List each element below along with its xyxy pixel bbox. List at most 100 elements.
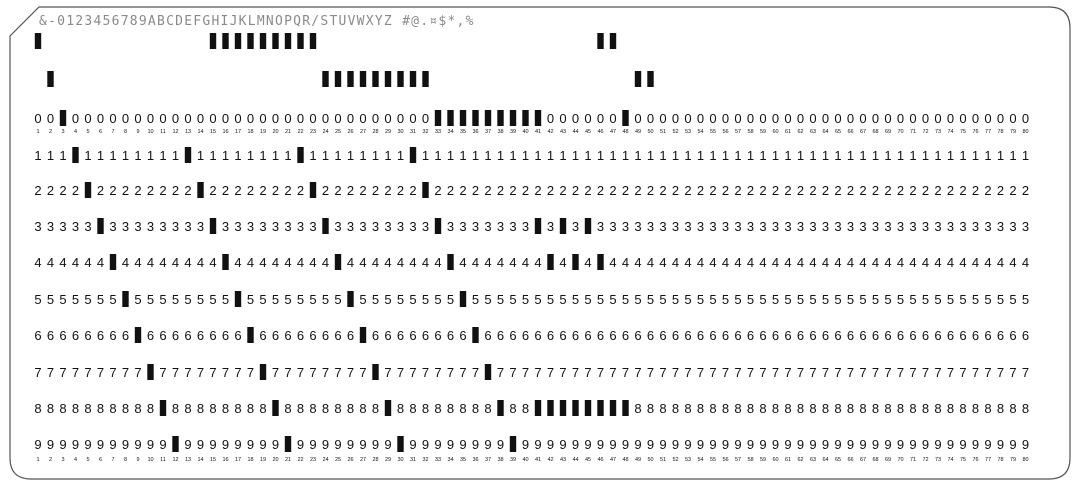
row-digit: 3 [459,219,466,234]
row-digit: 1 [822,148,829,163]
row-digit: 8 [309,401,316,416]
row-digit: 2 [659,183,666,198]
row-digit: 0 [559,111,566,126]
row-digit: 1 [609,148,616,163]
punched-hole [184,147,192,163]
row-digit: 5 [297,292,304,307]
row-digit: 3 [422,219,429,234]
column-number: 10 [147,129,153,135]
row-digit: 2 [759,183,766,198]
row-digit: 4 [359,255,366,270]
column-number: 75 [960,457,966,463]
row-digit: 3 [797,219,804,234]
row-digit: 4 [522,255,529,270]
row-digit: 3 [134,219,141,234]
row-digit: 1 [222,148,229,163]
row-digit: 2 [334,183,341,198]
row-digit: 9 [972,437,979,452]
row-digit: 9 [1022,437,1029,452]
row-digit: 2 [284,183,291,198]
row-digit: 7 [397,365,404,380]
row-digit: 6 [559,328,566,343]
row-digit: 8 [409,401,416,416]
punched-hole [497,110,504,126]
row-digit: 2 [972,183,979,198]
punched-hole [309,182,317,198]
row-digit: 8 [372,401,379,416]
column-number: 27 [360,457,366,463]
row-digit: 0 [197,111,204,126]
row-digit: 5 [359,292,366,307]
row-digit: 3 [334,219,341,234]
row-digit: 4 [984,255,991,270]
row-digit: 8 [984,401,991,416]
row-digit: 9 [934,437,941,452]
row-digit: 1 [684,148,691,163]
row-digit: 5 [372,292,379,307]
column-number: 67 [860,457,866,463]
row-digit: 1 [309,148,316,163]
row-digit: 4 [497,255,504,270]
row-digit: 9 [734,437,741,452]
row-digit: 5 [922,292,929,307]
row-digit: 7 [447,365,454,380]
row-digit: 4 [284,255,291,270]
row-digit: 9 [222,437,229,452]
row-digit: 3 [847,219,854,234]
row-digit: 1 [272,148,279,163]
row-digit: 6 [34,328,41,343]
row-digit: 5 [309,292,316,307]
column-number: 27 [360,129,366,135]
row-digit: 8 [872,401,879,416]
row-digit: 4 [147,255,154,270]
row-digit: 6 [597,328,604,343]
row-digit: 0 [784,111,791,126]
row-digit: 3 [297,219,304,234]
row-digit: 7 [884,365,891,380]
row-digit: 6 [209,328,216,343]
row-digit: 4 [672,255,679,270]
row-digit: 0 [772,111,779,126]
row-digit: 9 [584,437,591,452]
row-digit: 1 [459,148,466,163]
punched-hole [222,254,229,270]
column-number: 1 [36,129,39,135]
row-digit: 1 [547,148,554,163]
column-number: 21 [285,457,291,463]
row-digit: 2 [697,183,704,198]
row-digit: 4 [934,255,941,270]
row-digit: 8 [72,401,79,416]
row-digit: 6 [709,328,716,343]
row-digit: 3 [622,219,629,234]
row-digit: 1 [422,148,429,163]
row-digit: 5 [409,292,416,307]
row-digit: 3 [184,219,191,234]
column-number: 45 [585,129,591,135]
column-number: 40 [522,457,528,463]
row-digit: 5 [972,292,979,307]
row-digit: 3 [222,219,229,234]
row-digit: 0 [634,111,641,126]
row-digit: 9 [109,437,116,452]
row-digit: 1 [109,148,116,163]
row-digit: 8 [947,401,954,416]
row-digit: 4 [609,255,616,270]
row-digit: 8 [47,401,54,416]
row-digit: 3 [197,219,204,234]
column-number: 29 [385,457,391,463]
row-digit: 3 [122,219,129,234]
row-digit: 7 [722,365,729,380]
row-digit: 1 [259,148,266,163]
punched-hole [609,400,617,416]
row-digit: 9 [859,437,866,452]
row-digit: 5 [784,292,791,307]
row-digit: 4 [684,255,691,270]
row-digit: 8 [959,401,966,416]
row-digit: 8 [209,401,216,416]
row-digit: 9 [872,437,879,452]
column-number: 17 [235,457,241,463]
row-digit: 3 [1022,219,1029,234]
row-digit: 2 [409,183,416,198]
row-digit: 9 [597,437,604,452]
row-digit: 5 [797,292,804,307]
